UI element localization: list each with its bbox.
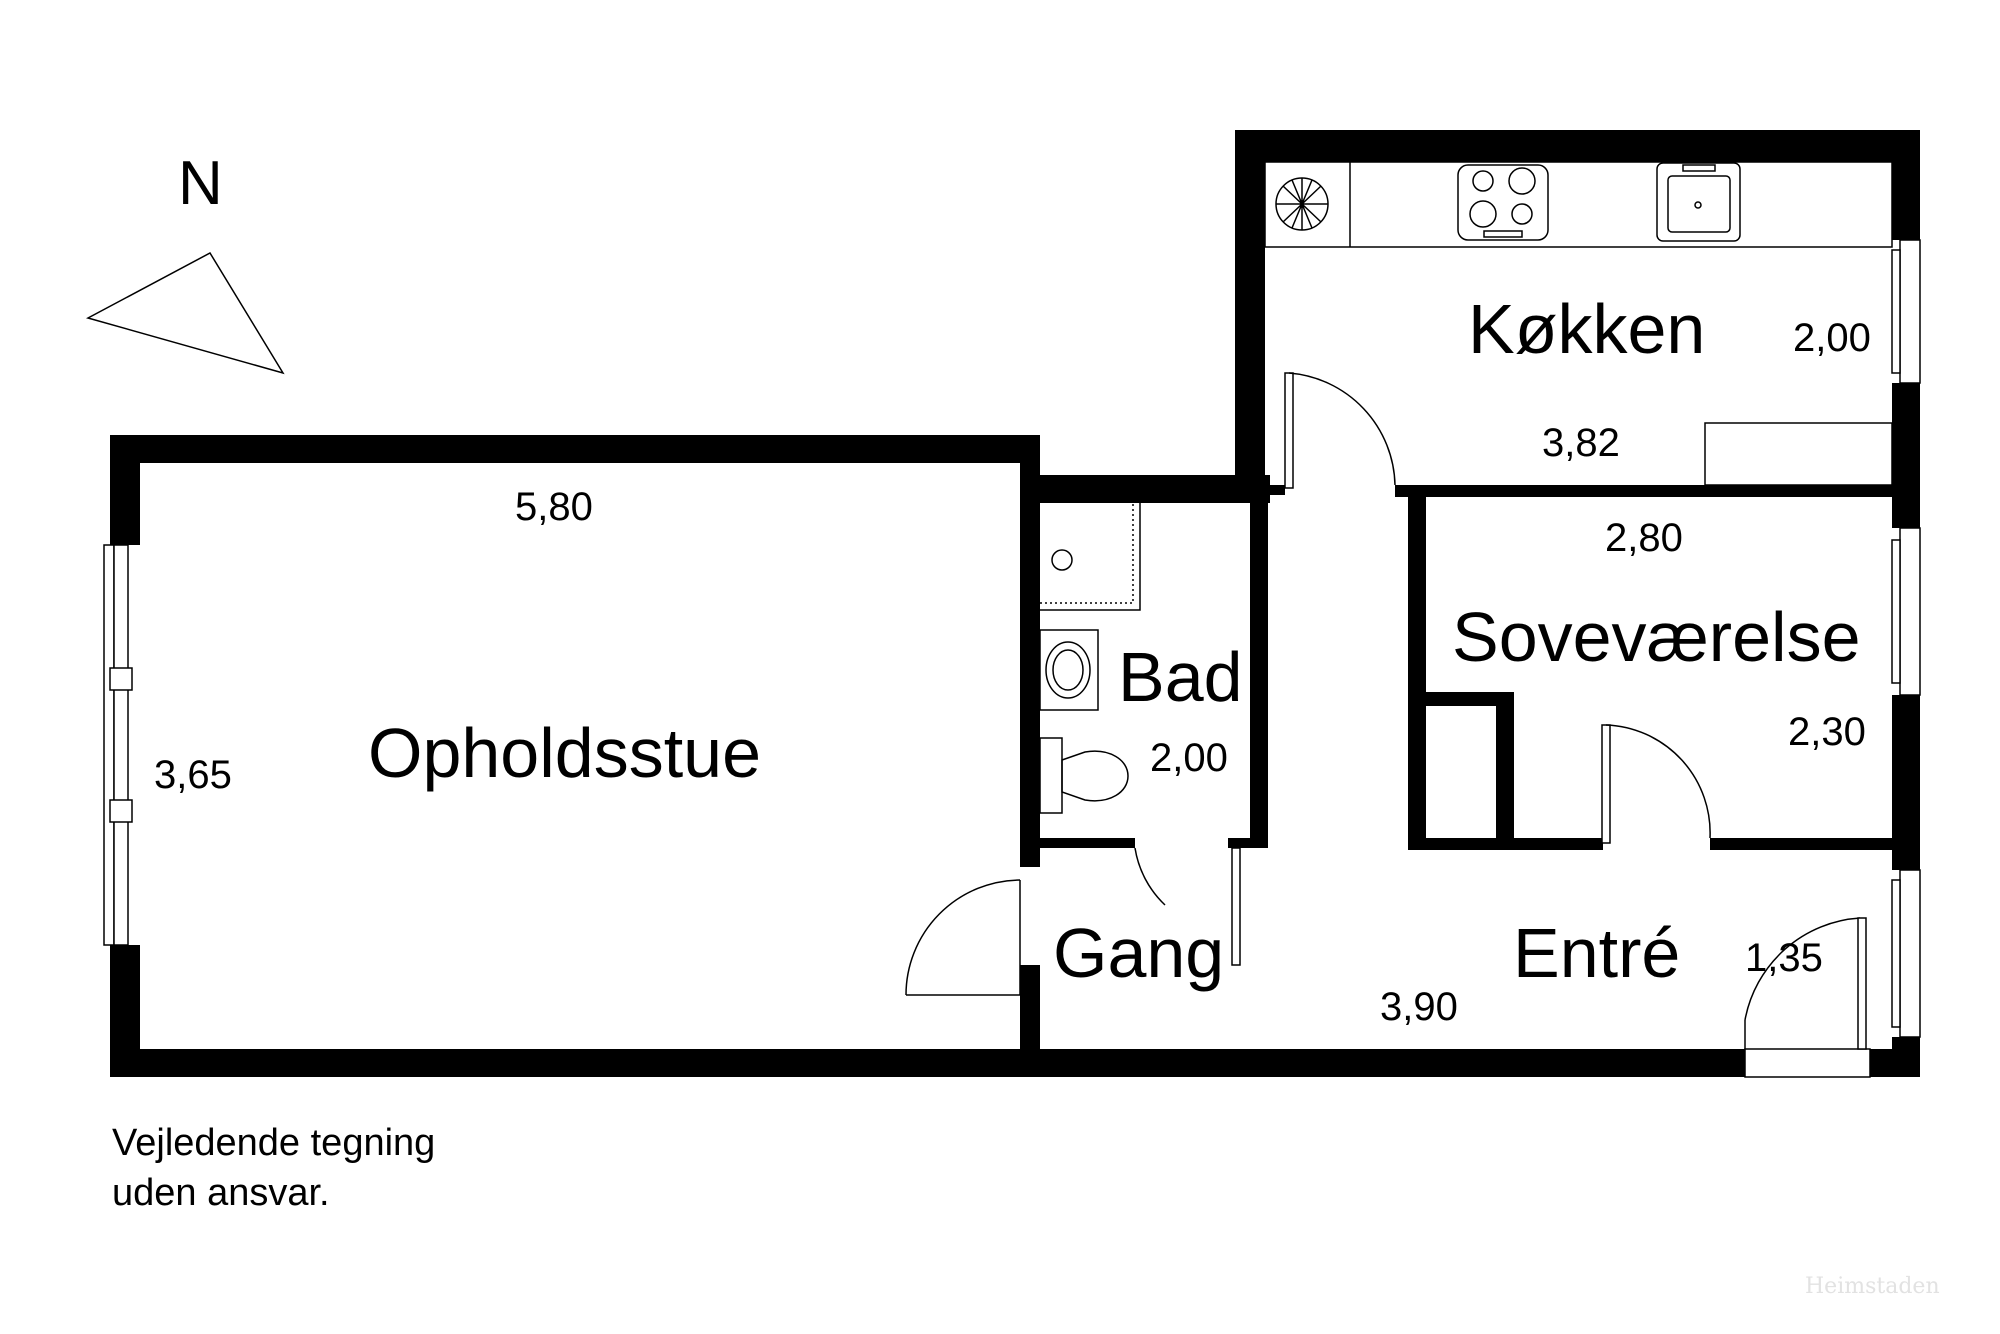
room-name-bath: Bad [1118,638,1243,716]
dim-living-depth: 3,65 [154,753,232,797]
shower-icon [1040,503,1141,611]
dim-bath: 2,00 [1150,736,1228,780]
disclaimer-line-1: Vejledende tegning [112,1122,436,1164]
bathroom-fixtures [1039,503,1141,814]
watermark: Heimstaden [1805,1274,1940,1299]
dim-bedroom-depth: 2,30 [1788,710,1866,754]
room-name-hall: Gang [1053,914,1225,992]
stove-icon [1457,164,1549,241]
outer-walls [110,130,1920,1077]
disclaimer: Vejledende tegning uden ansvar. [112,1118,435,1218]
room-name-entry: Entré [1513,914,1681,992]
room-name-living: Opholdsstue [368,714,762,792]
dim-bedroom-width: 2,80 [1605,516,1683,560]
toilet-icon [1039,737,1063,814]
room-name-kitchen: Køkken [1468,290,1706,368]
dim-kitchen-depth: 2,00 [1793,316,1871,360]
compass-arrow-icon [86,252,285,375]
disclaimer-line-2: uden ansvar. [112,1172,330,1215]
sink-icon [1656,162,1741,242]
interior-walls [1020,485,1892,1077]
washbasin-icon [1039,629,1099,711]
dim-living-width: 5,80 [515,485,593,529]
doors [905,372,1871,1078]
dim-entry-depth: 1,35 [1745,936,1823,980]
compass-label: N [178,149,223,218]
kitchen-fixtures [1264,161,1893,486]
dim-entry-width: 3,90 [1380,985,1458,1029]
windows [103,239,1921,1038]
room-name-bedroom: Soveværelse [1452,598,1861,676]
dim-kitchen-width: 3,82 [1542,421,1620,465]
